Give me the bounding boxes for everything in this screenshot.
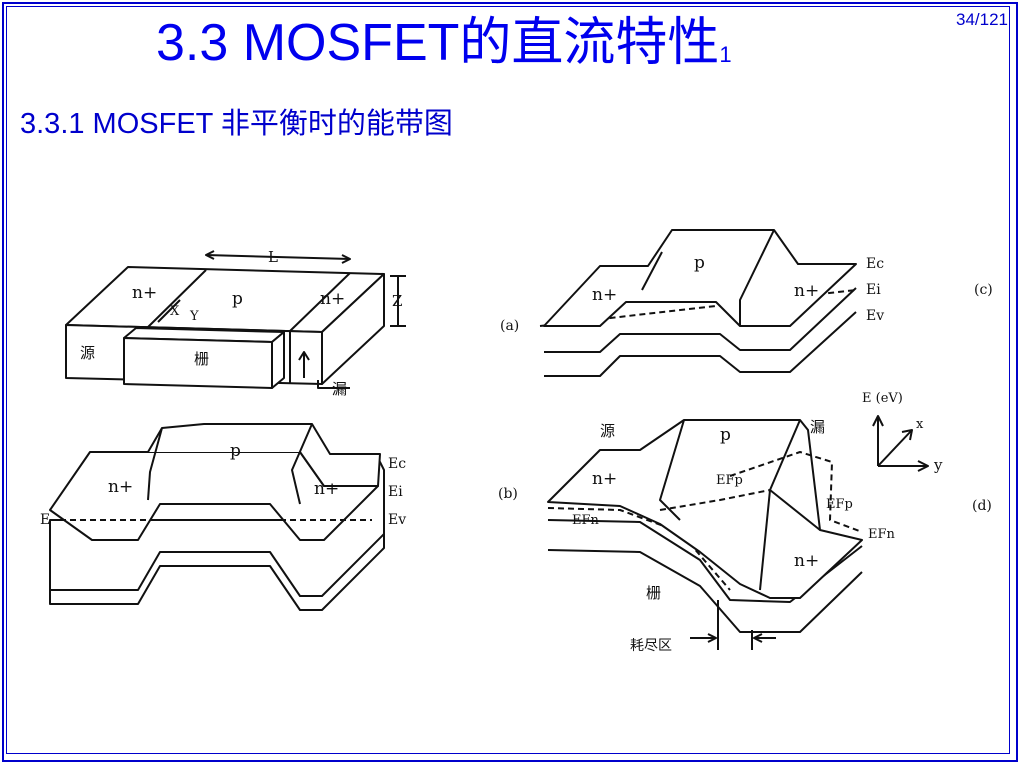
device-labels: L Z n+ p n+ X Y 源 栅 漏 [80,248,402,398]
panel-d-labels: 源 漏 栅 n+ p n+ EFp EFp EFn EFn 耗尽区 E (eV)… [572,391,992,654]
panel-d-center-region: p [720,425,731,445]
page-number: 34/121 [956,10,1008,29]
panel-b-diagram [49,423,385,611]
panel-d-efp-2: EFp [826,497,853,512]
panel-b-labels: n+ p n+ Ec Ei Ev E (b) [40,441,518,528]
panel-c-ev: Ev [866,308,884,324]
panel-c-right-region: n+ [794,281,819,301]
panel-c-diagram [539,229,857,377]
source-label: 源 [80,344,95,362]
panel-c-labels: n+ p n+ Ec Ei Ev (c) (a) [500,253,993,334]
source-region-label: n+ [132,283,157,303]
panel-d-efn-1: EFn [572,513,600,528]
panel-d-left-region: n+ [592,469,617,489]
axis-y-label: Y [189,309,199,324]
panel-d-gate-label: 栅 [646,584,661,602]
panel-c-ec: Ec [866,256,884,272]
panel-d-right-region: n+ [794,551,819,571]
body-region-label: p [232,289,243,309]
panel-c-ei: Ei [866,282,881,298]
panel-c-center-region: p [694,253,705,273]
panel-b-ef: E [40,512,50,528]
drain-label: 漏 [332,380,347,398]
slide-title-main: 3.3 MOSFET的直流特性 [156,14,720,72]
panel-d-source-label: 源 [600,422,615,440]
panel-b-tag: (b) [498,486,518,502]
slide-title-subscript: 1 [719,42,732,67]
gate-label: 栅 [194,350,209,368]
length-label: L [268,248,278,266]
panel-d-efn-2: EFn [868,527,896,542]
panel-d-axis-x: x [916,417,924,432]
panel-b-ei: Ei [388,484,403,500]
panel-d-axis-y: y [933,456,943,474]
drain-region-label: n+ [320,289,345,309]
slide-title: 3.3 MOSFET的直流特性1 [156,8,732,90]
panel-d-drain-label: 漏 [810,418,825,436]
panel-c-tag: (c) [974,282,993,298]
panel-b-right-region: n+ [314,479,339,499]
panel-b-ec: Ec [388,456,406,472]
panel-d-diagram [547,415,929,650]
panel-d-axis-energy: E (eV) [862,391,903,406]
panel-c-left-region: n+ [592,285,617,305]
panel-a-tag: (a) [500,318,519,334]
panel-d-depletion-label: 耗尽区 [630,638,672,654]
axis-x-label: X [170,304,180,319]
device-block [65,250,406,389]
panel-b-center-region: p [230,441,241,461]
panel-b-left-region: n+ [108,477,133,497]
slide-frame-inner [6,6,1010,754]
panel-d-tag: (d) [972,498,992,514]
panel-d-efp-1: EFp [716,473,743,488]
section-title: 3.3.1 MOSFET 非平衡时的能带图 [20,108,453,140]
panel-b-ev: Ev [388,512,406,528]
width-label: Z [392,292,402,310]
